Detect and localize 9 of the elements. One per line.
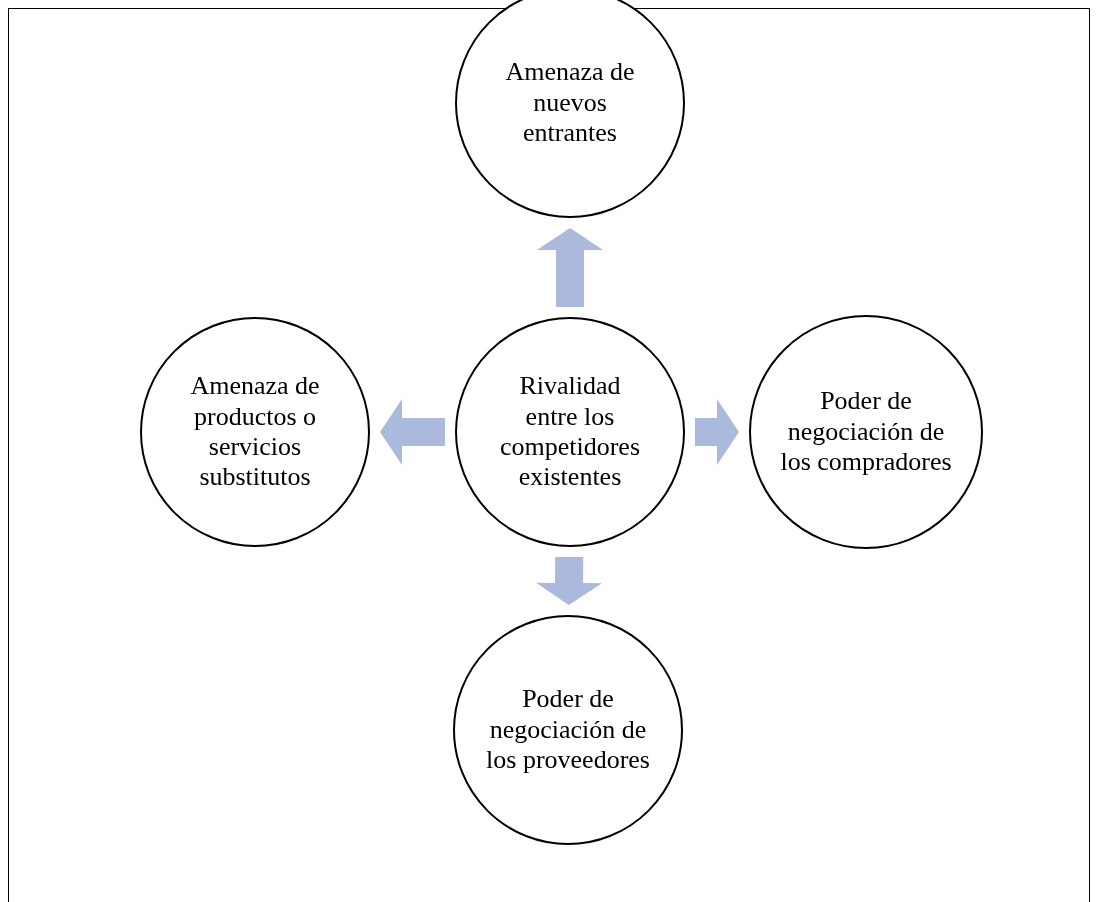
node-label: Poder de negociación de los proveedores (485, 684, 651, 776)
node-label: Amenaza de productos o servicios substitutos (189, 371, 321, 493)
block-arrow (536, 556, 602, 605)
node-label: Amenaza de nuevos entrantes (504, 57, 636, 149)
node-label: Poder de negociación de los compradores (779, 386, 953, 478)
block-arrow (695, 399, 739, 465)
block-arrow (537, 228, 603, 307)
node-label: Rivalidad entre los competidores existentes (499, 371, 641, 493)
block-arrow (380, 399, 445, 465)
